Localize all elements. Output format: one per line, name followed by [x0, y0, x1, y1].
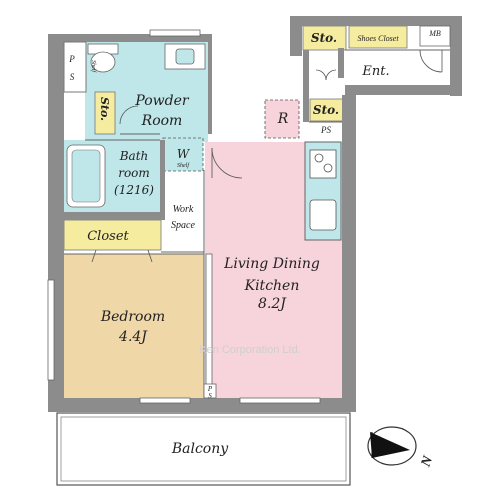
- watermark: Ken Corporation Ltd.: [199, 344, 301, 356]
- w-label: W: [177, 147, 191, 161]
- work-label-1: Work: [173, 204, 194, 215]
- bath-label-1: Bath: [119, 149, 149, 163]
- bedroom-floor: [64, 254, 204, 398]
- ps-mid-label: PS: [320, 125, 331, 135]
- powder-label-2: Room: [141, 113, 183, 129]
- bedroom-label-1: Bedroom: [100, 309, 165, 325]
- ps-bottom-s: S: [208, 392, 212, 400]
- bath-label-3: (1216): [114, 183, 154, 197]
- balcony-floor: [56, 412, 351, 486]
- toilet-icon: [90, 51, 116, 73]
- washer-space: [162, 137, 204, 172]
- shelf-top-label: Shelf: [90, 60, 97, 73]
- ps-left-p: P: [68, 54, 75, 64]
- ps-left-s: S: [70, 72, 75, 82]
- balcony-label: Balcony: [171, 441, 229, 457]
- w-shelf-label: Shelf: [177, 162, 190, 169]
- sto-mid-label: Sto.: [313, 103, 339, 117]
- windows: [47, 29, 321, 404]
- bedroom-label-2: 4.4J: [118, 329, 148, 345]
- sink-icon: [175, 48, 195, 65]
- ldk-label-2: Kitchen: [244, 278, 300, 294]
- fridge-space: [264, 99, 300, 139]
- work-label-2: Space: [171, 220, 195, 231]
- meter-box: [419, 25, 451, 47]
- door-swings: [91, 49, 443, 263]
- shoes-closet-label: Shoes Closet: [357, 34, 399, 43]
- mb-label: MB: [428, 29, 441, 38]
- ps-bottom-box: [203, 383, 217, 399]
- sto-left-label: Sto.: [98, 97, 111, 121]
- kitchen-sink-icon: [309, 199, 337, 231]
- sto-top-label: Sto.: [311, 31, 337, 45]
- north-letter: N: [418, 453, 436, 469]
- r-label: R: [277, 111, 289, 127]
- ent-label: Ent.: [361, 64, 389, 79]
- ldk-label-1: Living Dining: [223, 256, 320, 272]
- ps-bottom-p: P: [207, 385, 213, 393]
- powder-lower: [162, 100, 208, 142]
- balcony-rail: [60, 416, 347, 482]
- bath-label-2: room: [118, 166, 150, 180]
- stove-icon: [309, 149, 337, 179]
- north-arrow-icon: [367, 426, 417, 466]
- partitions: [63, 41, 450, 398]
- closet-label: Closet: [87, 229, 129, 244]
- powder-label-1: Powder: [134, 93, 190, 109]
- ldk-label-3: 8.2J: [258, 296, 287, 312]
- sto-left-floor: [94, 91, 116, 135]
